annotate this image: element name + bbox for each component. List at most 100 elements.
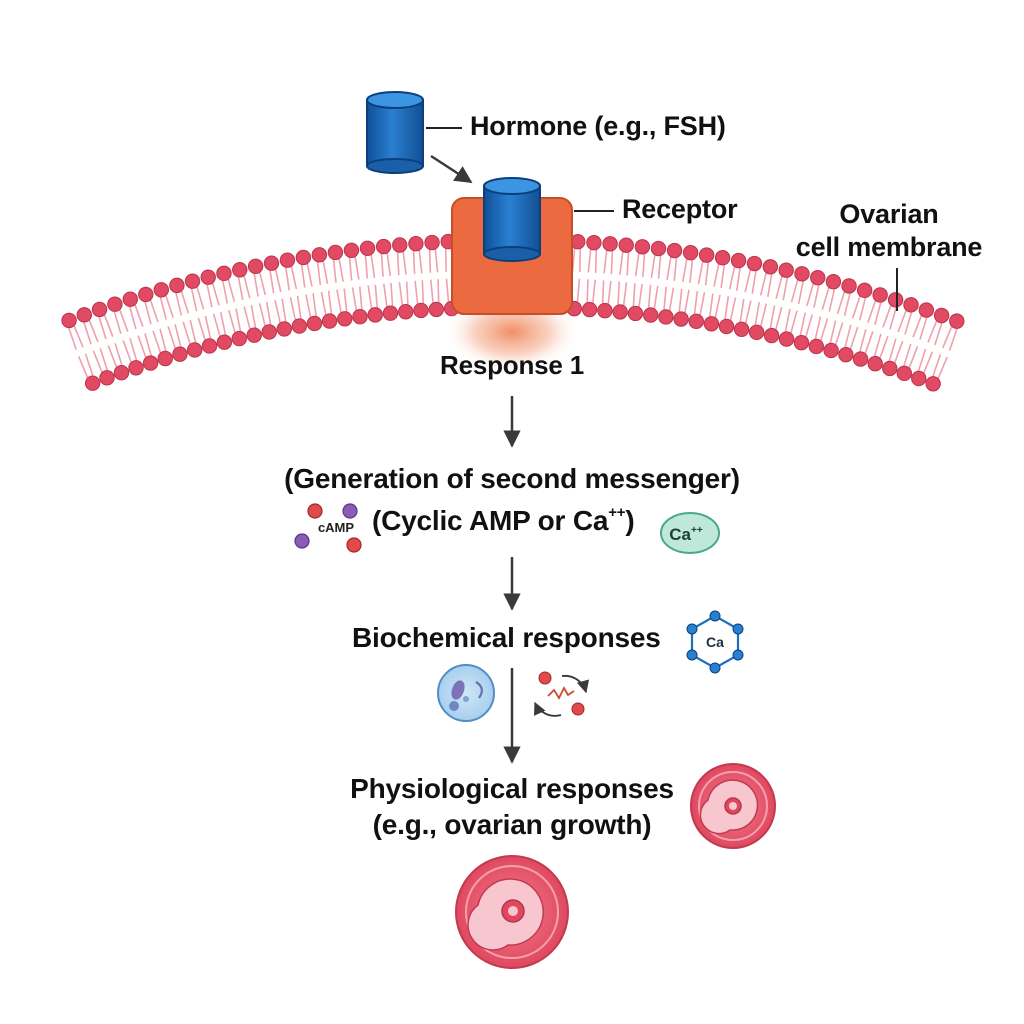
lipid-head (91, 301, 108, 318)
physiological-responses-label: Physiological responses (e.g., ovarian g… (292, 771, 732, 843)
lipid-head (408, 235, 424, 252)
lipid-head (276, 321, 292, 337)
lipid-head (658, 309, 674, 325)
lipid-head (602, 236, 618, 252)
lipid-head (852, 351, 869, 367)
lipid-head (172, 346, 188, 362)
binding-arrow (430, 154, 473, 184)
lipid-head (231, 330, 247, 347)
lipid-head (200, 269, 216, 285)
reaction-cycle-icon (534, 671, 590, 717)
hormone-label: Hormone (e.g., FSH) (470, 111, 726, 141)
lipid-head (872, 287, 888, 303)
lipid-head (748, 324, 765, 341)
lipid-head (808, 338, 825, 355)
lipid-head (949, 313, 965, 329)
ovarian-follicle-icon-large (455, 855, 569, 969)
lipid-head (337, 311, 353, 327)
lipid-head (352, 309, 368, 325)
biochemical-responses-label: Biochemical responses (352, 622, 661, 653)
lipid-head (142, 355, 159, 371)
membrane-label: Ovarian cell membrane (784, 198, 994, 264)
lipid-head (279, 252, 296, 268)
lipid-head (666, 242, 683, 259)
lipid-head (84, 375, 101, 391)
lipid-head (634, 239, 651, 255)
lipid-head (201, 338, 218, 354)
lipid-head (911, 370, 927, 387)
lipid-head (778, 331, 795, 347)
lipid-head (359, 240, 376, 257)
lipid-head (718, 318, 735, 335)
response1-label: Response 1 (440, 350, 584, 380)
physio-label-line2: (e.g., ovarian growth) (372, 809, 652, 840)
lipid-head (295, 249, 312, 266)
lipid-head (76, 307, 92, 323)
ca-hexagon-label: Ca (706, 634, 724, 650)
ca-oval-sup: ++ (691, 525, 703, 536)
lipid-head (216, 265, 232, 282)
lipid-head (113, 365, 130, 381)
lipid-head (650, 240, 667, 257)
lipid-head (153, 282, 169, 298)
lipid-head (61, 312, 77, 329)
lipid-head (841, 278, 857, 294)
lipid-head (794, 266, 810, 282)
lipid-head (612, 304, 628, 320)
lipid-head (375, 238, 392, 255)
lipid-head (107, 296, 123, 312)
lipid-head (246, 327, 262, 343)
lipid-head (618, 237, 634, 253)
bound-hormone (483, 177, 541, 262)
lipid-head (263, 255, 280, 271)
lipid-head (730, 252, 747, 269)
physio-label-line1: Physiological responses (350, 773, 674, 804)
lipid-head (392, 237, 408, 253)
messengers-prefix: (Cyclic AMP or Ca (372, 505, 609, 536)
lipid-head (793, 334, 810, 351)
lipid-head (903, 297, 919, 313)
lipid-head (896, 365, 913, 382)
ovarian-follicle-icon-small (690, 763, 776, 849)
calcium-hexagon-icon: Ca (686, 610, 744, 674)
ca-oval-label: Ca (669, 525, 691, 544)
hormone-cylinder (366, 91, 424, 174)
svg-text:Ca++: Ca++ (669, 525, 703, 544)
lipid-head (925, 376, 941, 392)
lipid-head (232, 262, 248, 278)
lipid-head (184, 273, 201, 289)
lipid-head (586, 234, 602, 251)
camp-molecules-icon: cAMP (294, 503, 362, 553)
messengers-sup: ++ (608, 503, 626, 521)
membrane-label-line2: cell membrane (795, 232, 983, 262)
lipid-head (856, 282, 873, 299)
lipid-head (424, 234, 440, 251)
receptor-label: Receptor (622, 194, 738, 224)
lipid-head (343, 242, 360, 258)
lipid-head (122, 291, 138, 307)
lipid-head (838, 346, 854, 363)
lipid-head (762, 259, 779, 275)
membrane-label-line1: Ovarian (839, 199, 939, 229)
lipid-head (169, 277, 185, 294)
lipid-head (825, 273, 842, 290)
lipid-head (698, 247, 715, 263)
lipid-head (157, 350, 173, 367)
cell-organelles-icon (437, 664, 495, 722)
lipid-head (882, 360, 898, 377)
lipid-head (733, 321, 750, 337)
lipid-head (291, 318, 308, 334)
lipid-head (187, 342, 203, 358)
lipid-head (581, 301, 598, 318)
lipid-head (918, 302, 935, 318)
lipid-head (428, 301, 445, 318)
lipid-head (746, 255, 763, 272)
lipid-head (138, 286, 154, 303)
camp-icon-label: cAMP (318, 520, 354, 535)
lipid-head (398, 304, 414, 320)
lipid-head (823, 342, 839, 359)
lipid-head (763, 327, 780, 344)
lipid-head (714, 250, 731, 266)
